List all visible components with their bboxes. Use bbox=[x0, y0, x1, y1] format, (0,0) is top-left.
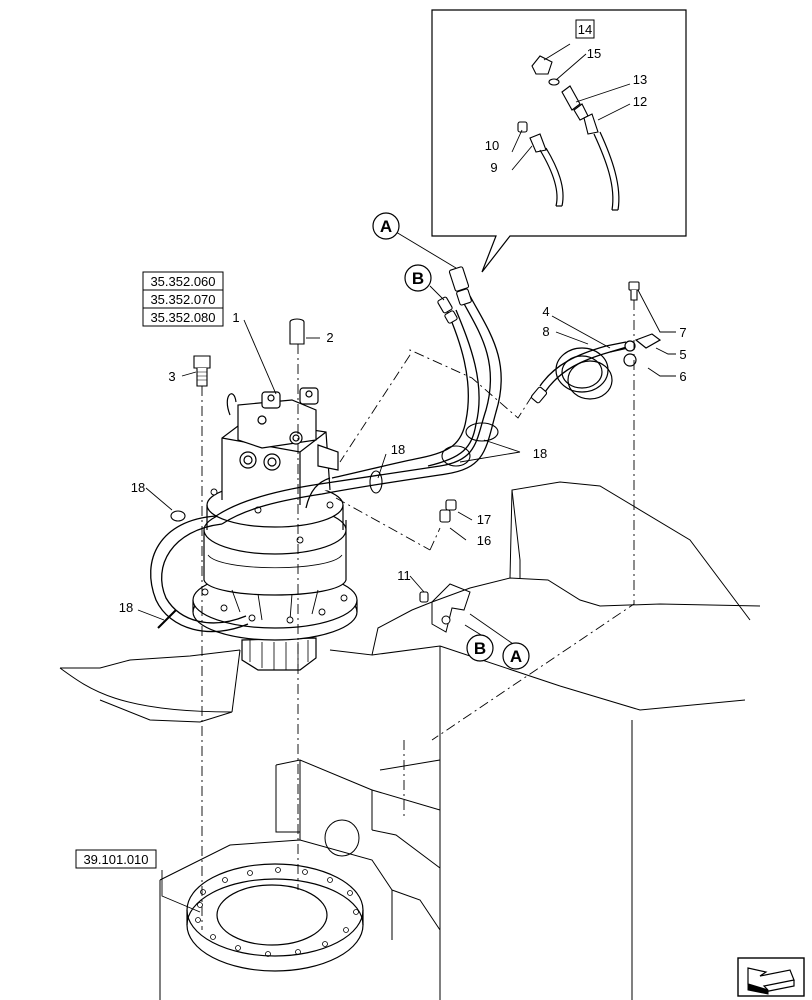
hose-fittings bbox=[419, 266, 548, 603]
callout-14-box: 14 bbox=[575, 19, 595, 39]
marker-b-bottom: B bbox=[474, 639, 486, 658]
callout-3: 3 bbox=[168, 369, 175, 384]
ref-39-101-010[interactable]: 39.101.010 bbox=[83, 852, 148, 867]
hydraulic-hoses bbox=[150, 295, 629, 633]
callout-9: 9 bbox=[490, 160, 497, 175]
ref-35-352-080[interactable]: 35.352.080 bbox=[150, 310, 215, 325]
marker-a-top: A bbox=[380, 217, 392, 236]
ref-35-352-070[interactable]: 35.352.070 bbox=[150, 292, 215, 307]
callout-18-left-upper: 18 bbox=[131, 480, 145, 495]
callout-2: 2 bbox=[326, 330, 333, 345]
flange-bolt-heads bbox=[201, 488, 348, 624]
callout-1: 1 bbox=[232, 310, 239, 325]
bolts bbox=[193, 281, 640, 387]
callout-16: 16 bbox=[477, 533, 491, 548]
callout-10: 10 bbox=[485, 138, 499, 153]
reference-box-group-top: 35.352.060 35.352.070 35.352.080 bbox=[142, 271, 224, 327]
detail-inset bbox=[431, 9, 687, 273]
ring-bolt-holes bbox=[195, 867, 359, 957]
connection-markers: A B B A bbox=[372, 212, 530, 670]
marker-a-bottom: A bbox=[510, 647, 522, 666]
phantom-lines bbox=[201, 300, 635, 930]
callout-17: 17 bbox=[477, 512, 491, 527]
part-callouts: 1 2 3 4 5 6 7 8 9 10 11 12 14 13 15 16 1… bbox=[119, 19, 687, 615]
hose-clamps bbox=[157, 422, 499, 629]
callout-14: 14 bbox=[578, 22, 592, 37]
coiled-hose bbox=[555, 333, 662, 400]
reference-box-group-bottom: 39.101.010 bbox=[75, 849, 157, 869]
callout-18-right: 18 bbox=[533, 446, 547, 461]
marker-b-top: B bbox=[412, 269, 424, 288]
callout-11: 11 bbox=[397, 568, 411, 583]
leader-lines bbox=[137, 43, 676, 913]
callout-7: 7 bbox=[679, 325, 686, 340]
callout-4: 4 bbox=[542, 304, 549, 319]
callout-15: 15 bbox=[587, 46, 601, 61]
callout-6: 6 bbox=[679, 369, 686, 384]
callout-5: 5 bbox=[679, 347, 686, 362]
callout-18-left-lower: 18 bbox=[119, 600, 133, 615]
bracket-plate bbox=[431, 583, 471, 633]
frame-structure bbox=[59, 481, 761, 1000]
swing-bearing-ring bbox=[186, 863, 364, 972]
ref-35-352-060[interactable]: 35.352.060 bbox=[150, 274, 215, 289]
swing-motor bbox=[192, 387, 358, 671]
callout-8: 8 bbox=[542, 324, 549, 339]
callout-12: 12 bbox=[633, 94, 647, 109]
callout-13: 13 bbox=[633, 72, 647, 87]
callout-18-top: 18 bbox=[391, 442, 405, 457]
next-page-arrow-icon[interactable] bbox=[737, 957, 805, 997]
